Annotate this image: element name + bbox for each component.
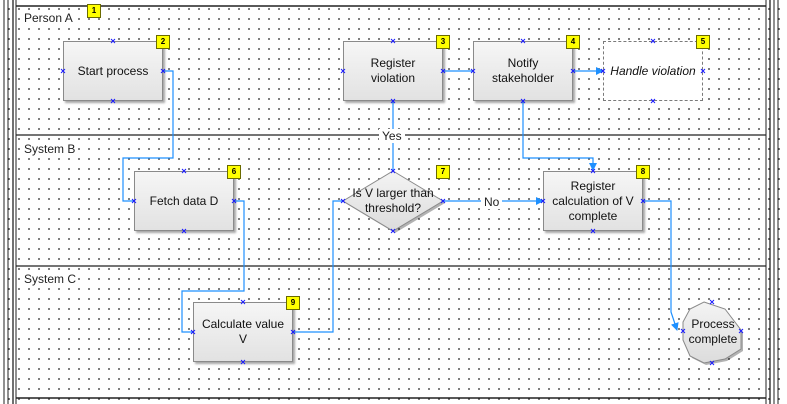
decision-label-2: threshold? — [364, 201, 422, 215]
register-calc-label-3: complete — [568, 208, 618, 223]
register-violation-label-2: violation — [370, 71, 416, 85]
edge-notify-to-register-calc — [522, 100, 597, 171]
start-process-node[interactable]: Start process — [63, 41, 163, 101]
lane-label-person-a: Person A — [22, 11, 75, 25]
node-badge: 2 — [156, 35, 170, 49]
node-badge: 9 — [286, 296, 300, 310]
handle-violation-label: Handle violation — [610, 63, 696, 78]
process-complete-label-1: Process — [691, 317, 735, 331]
notify-stakeholder-label-1: Notify — [507, 56, 539, 70]
node-badge: 7 — [436, 165, 450, 179]
register-calculation-node[interactable]: Register calculation of V complete — [543, 171, 643, 231]
lane-label-system-b: System B — [22, 142, 78, 156]
calculate-value-label-2: V — [238, 332, 247, 346]
edge-start-to-fetch — [122, 70, 174, 202]
edge-fetch-to-calculate — [181, 200, 245, 333]
calculate-value-node[interactable]: Calculate value V — [193, 302, 293, 362]
decision-node[interactable]: Is V larger than threshold? — [335, 186, 451, 216]
node-badge: 8 — [636, 165, 650, 179]
handle-violation-node[interactable]: Handle violation — [603, 41, 703, 101]
process-complete-label-2: complete — [688, 332, 738, 346]
node-badge: 6 — [227, 165, 241, 179]
node-badge: 3 — [436, 35, 450, 49]
lane-badge: 1 — [87, 4, 101, 18]
start-process-label: Start process — [77, 63, 149, 78]
edge-register-calc-to-complete — [643, 200, 679, 331]
register-calc-label-2: calculation of V — [552, 193, 634, 208]
edge-label-yes: Yes — [379, 129, 405, 143]
edge-calculate-to-decision — [293, 200, 343, 333]
fetch-data-label: Fetch data D — [149, 193, 219, 208]
edge-label-no: No — [481, 195, 503, 209]
lane-label-system-c: System C — [22, 272, 79, 286]
notify-stakeholder-node[interactable]: Notify stakeholder — [473, 41, 573, 101]
process-complete-node[interactable]: Process complete — [680, 317, 746, 347]
node-badge: 5 — [696, 35, 710, 49]
calculate-value-label-1: Calculate value — [201, 317, 285, 331]
register-calc-label-1: Register — [570, 178, 616, 193]
fetch-data-node[interactable]: Fetch data D — [134, 171, 234, 231]
register-violation-node[interactable]: Register violation — [343, 41, 443, 101]
register-violation-label-1: Register — [370, 56, 416, 70]
node-badge: 4 — [566, 35, 580, 49]
decision-label-1: Is V larger than — [352, 186, 434, 200]
notify-stakeholder-label-2: stakeholder — [491, 71, 555, 85]
